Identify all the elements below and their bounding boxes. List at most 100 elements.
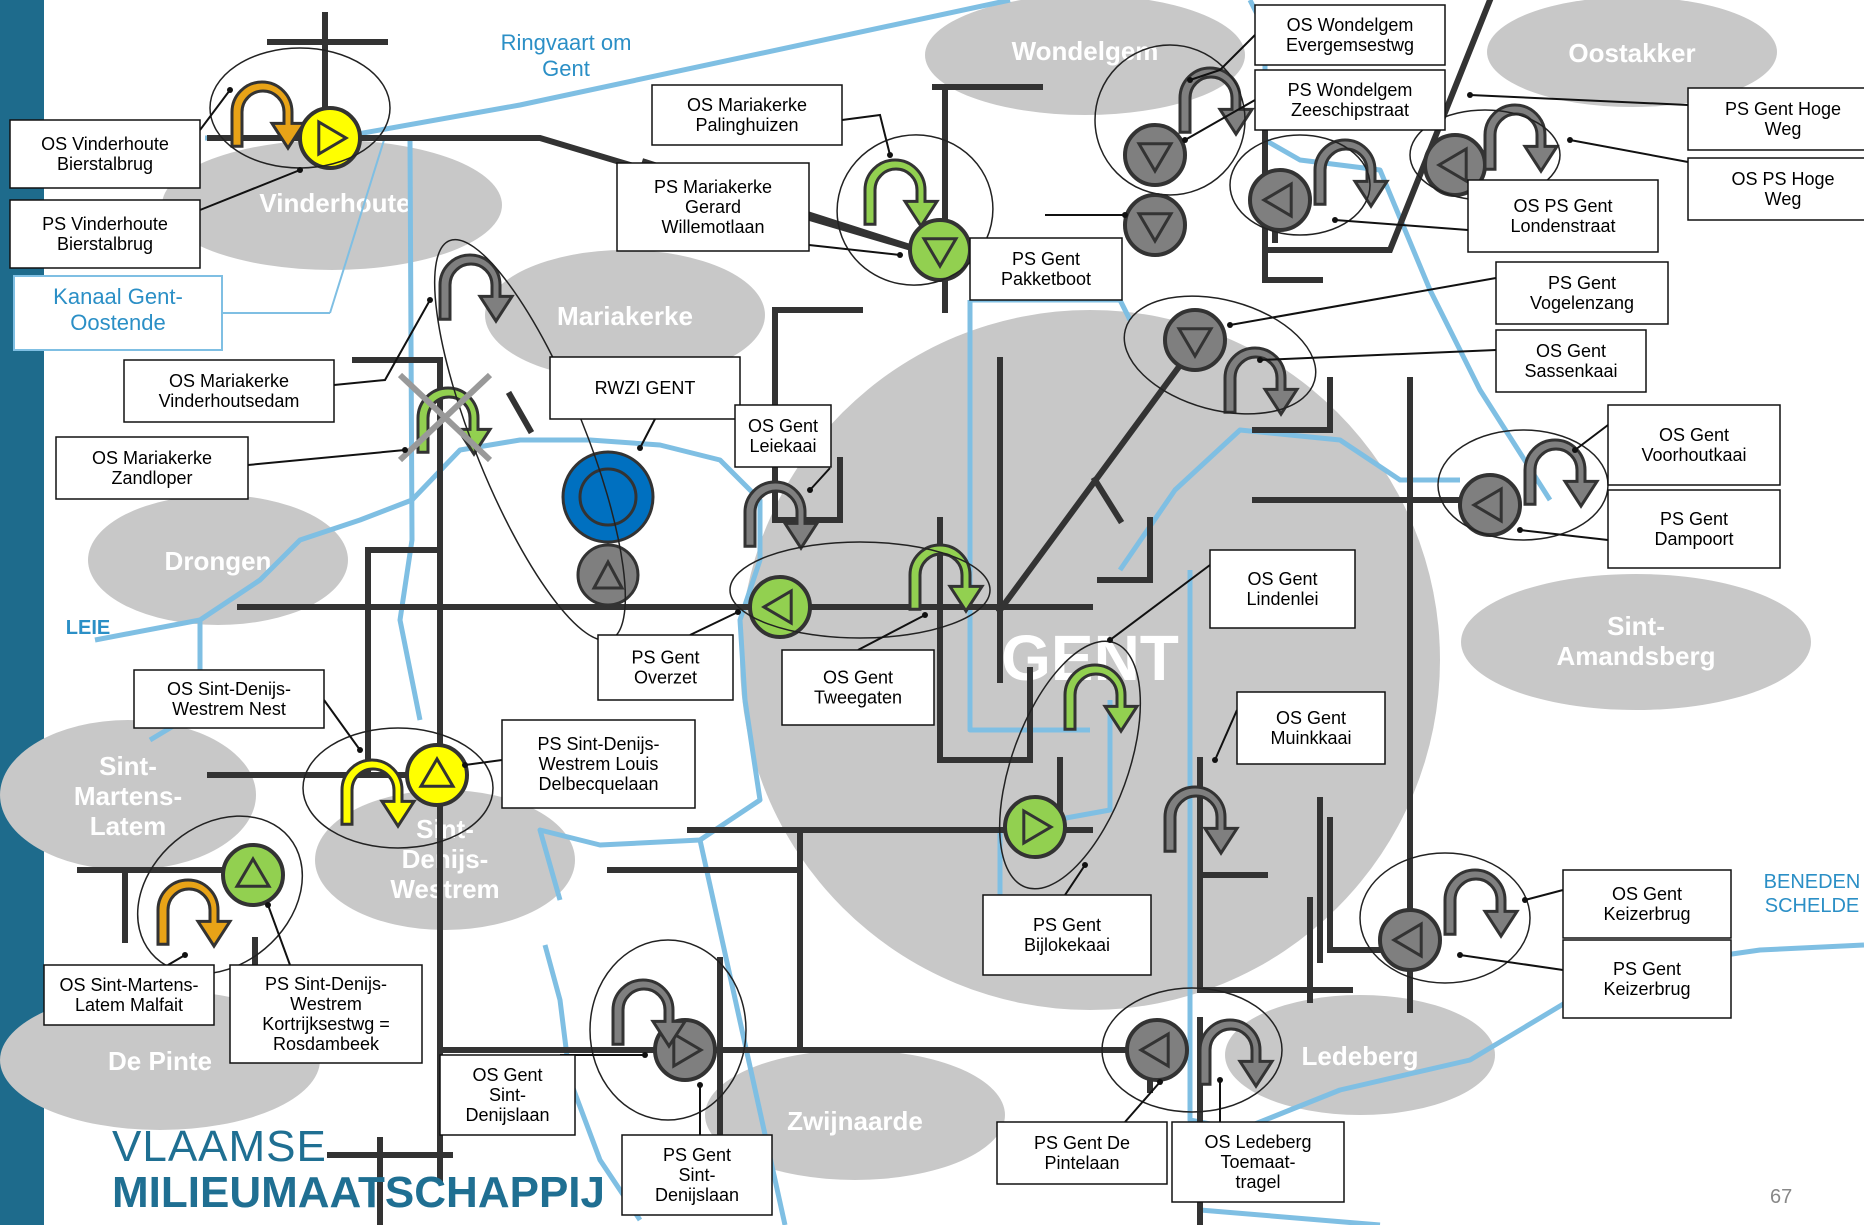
arrowhead-os-vinderhoute-bierstalbrug	[227, 87, 233, 93]
pump-bijlokekaai-icon	[1003, 795, 1067, 859]
label-text-ps-gent-hoge-weg-1: Weg	[1765, 119, 1802, 139]
label-text-ps-sint-denijs-westrem-louis-0: PS Sint-Denijs-	[537, 734, 659, 754]
area-zwijnaarde	[705, 1050, 1005, 1180]
label-text-ps-vinderhoute-bierstalbrug-0: PS Vinderhoute	[42, 214, 168, 234]
ring-sint-denijslaan	[589, 939, 747, 1121]
label-text-os-gent-voorhoutkaai-1: Voorhoutkaai	[1641, 445, 1746, 465]
label-text-ps-gent-dampoort-0: PS Gent	[1660, 509, 1728, 529]
leader-os-gent-voorhoutkaai	[1574, 424, 1609, 451]
label-text-ps-gent-sint-denijslaan-1: Sint-	[678, 1165, 715, 1185]
kanaal-label-1: Kanaal Gent-	[53, 284, 183, 309]
label-text-os-gent-tweegaten-1: Tweegaten	[814, 688, 902, 708]
leader-ps-gent-dampoort	[1519, 529, 1609, 541]
pump-keizerbrug-icon	[1378, 908, 1442, 972]
pump-de-pintelaan-icon	[1125, 1018, 1189, 1082]
overflow-muinkkaai-icon	[1163, 785, 1240, 856]
label-text-os-gent-tweegaten-0: OS Gent	[823, 668, 893, 688]
label-text-ps-sint-denijs-westrem-louis-1: Westrem Louis	[539, 754, 659, 774]
label-text-os-sint-denijs-westrem-nest-1: Westrem Nest	[172, 699, 286, 719]
arrowhead-os-gent-lindenlei	[1107, 637, 1113, 643]
label-os-sint-denijs-westrem-nest: OS Sint-Denijs-Westrem Nest	[133, 669, 325, 729]
leader-os-mariakerke-zandloper	[247, 449, 406, 466]
kanaal-gent-oostende	[397, 139, 423, 721]
label-rwzi-gent: RWZI GENT	[549, 356, 741, 420]
area-sint-denijs-westrem	[315, 790, 575, 930]
overflow-palinghuizen-icon	[863, 158, 940, 229]
label-ps-sint-denijs-westrem-louis: PS Sint-Denijs-Westrem LouisDelbecquelaa…	[501, 719, 696, 809]
label-text-os-mariakerke-zandloper-1: Zandloper	[111, 468, 192, 488]
overflow-toemaat-icon	[1198, 1018, 1275, 1089]
pump-wondelgem-zeeschip-icon	[1123, 123, 1187, 187]
label-text-rwzi-gent-0: RWZI GENT	[595, 378, 696, 398]
area-mariakerke	[485, 250, 765, 380]
pump-londenstraat-icon	[1248, 168, 1312, 232]
rwzi-pump-triangle-icon	[591, 558, 625, 590]
arrowhead-os-wondelgem-evergem	[1187, 77, 1193, 83]
area-name-ledeberg: Ledeberg	[1301, 1041, 1418, 1071]
kanaal-label-box	[13, 275, 223, 351]
arrowhead-ps-gent-bijlokekaai	[1082, 862, 1088, 868]
logo-line-2: MILIEUMAATSCHAPPIJ	[112, 1168, 605, 1217]
area-name-de-pinte: De Pinte	[108, 1046, 212, 1076]
label-text-ps-sint-denijs-westrem-kortrijk-0: PS Sint-Denijs-	[265, 974, 387, 994]
label-text-ps-sint-denijs-westrem-louis-2: Delbecquelaan	[538, 774, 658, 794]
label-text-os-ps-hoge-weg-1: Weg	[1765, 189, 1802, 209]
overflow-sdw-nest-icon	[340, 758, 417, 829]
pump-pakketboot-icon	[1123, 193, 1187, 257]
schelde-label-1: BENEDEN	[1764, 871, 1861, 893]
pump-sdw-louis-icon	[405, 743, 469, 807]
schelde-2	[1199, 1207, 1381, 1225]
label-text-ps-gent-sint-denijslaan-0: PS Gent	[663, 1145, 731, 1165]
pump-dampoort-icon	[1458, 473, 1522, 537]
label-text-ps-gent-pakketboot-1: Pakketboot	[1001, 269, 1091, 289]
label-text-os-gent-sint-denijslaan-0: OS Gent	[472, 1065, 542, 1085]
leader-os-gent-muinkkaai	[1214, 709, 1238, 761]
arrowhead-os-ps-hoge-weg	[1567, 137, 1573, 143]
arrowhead-os-gent-tweegaten	[922, 612, 928, 618]
arrowhead-ps-wondelgem-zeeschip	[1182, 137, 1188, 143]
arrowhead-os-ps-gent-londenstraat	[1332, 217, 1338, 223]
area-ledeberg	[1225, 995, 1495, 1115]
label-text-ps-vinderhoute-bierstalbrug-1: Bierstalbrug	[57, 234, 153, 254]
label-text-os-gent-muinkkaai-0: OS Gent	[1276, 708, 1346, 728]
label-text-ps-gent-de-pintelaan-0: PS Gent De	[1034, 1133, 1130, 1153]
leader-os-ps-hoge-weg	[1569, 139, 1689, 163]
label-text-os-gent-sassenkaai-0: OS Gent	[1536, 341, 1606, 361]
cross-icon	[397, 372, 493, 463]
overflow-zandloper-icon	[416, 386, 493, 457]
area-name-latem-2: Martens-	[74, 781, 182, 811]
ring-gerard	[836, 134, 994, 286]
label-text-ps-wondelgem-zeeschip-0: PS Wondelgem	[1288, 80, 1413, 100]
label-text-os-mariakerke-vinderhoutsedam-0: OS Mariakerke	[169, 371, 289, 391]
overflow-lindenlei-icon	[1063, 663, 1140, 734]
arrowhead-os-gent-leiekaai	[807, 487, 813, 493]
pump-vinderhoute-icon	[298, 106, 362, 170]
label-text-os-gent-keizerbrug-1: Keizerbrug	[1603, 904, 1690, 924]
label-text-os-wondelgem-evergem-1: Evergemsestwg	[1286, 35, 1414, 55]
arrowhead-os-gent-keizerbrug	[1522, 897, 1528, 903]
area-name-mariakerke: Mariakerke	[557, 301, 693, 331]
leie	[94, 437, 763, 901]
ringvaart-label-1: Ringvaart om	[501, 30, 632, 55]
label-text-ps-gent-de-pintelaan-1: Pintelaan	[1044, 1153, 1119, 1173]
arrowhead-ps-gent-sint-denijslaan	[697, 1082, 703, 1088]
pump-vogelenzang-icon	[1163, 308, 1227, 372]
label-text-os-sint-martens-latem-malfait-0: OS Sint-Martens-	[59, 975, 198, 995]
overflow-vinderhoutsedam-icon	[438, 253, 515, 324]
canal-2	[967, 300, 1090, 733]
label-text-os-mariakerke-vinderhoutsedam-1: Vinderhoutsedam	[159, 391, 300, 411]
area-name-sdw-3: Westrem	[390, 874, 499, 904]
label-text-ps-sint-denijs-westrem-kortrijk-2: Kortrijksestwg =	[262, 1014, 390, 1034]
label-text-ps-gent-bijlokekaai-0: PS Gent	[1033, 915, 1101, 935]
label-text-os-ps-hoge-weg-0: OS PS Hoge	[1731, 169, 1834, 189]
leader-ps-gent-vogelenzang	[1229, 277, 1497, 326]
